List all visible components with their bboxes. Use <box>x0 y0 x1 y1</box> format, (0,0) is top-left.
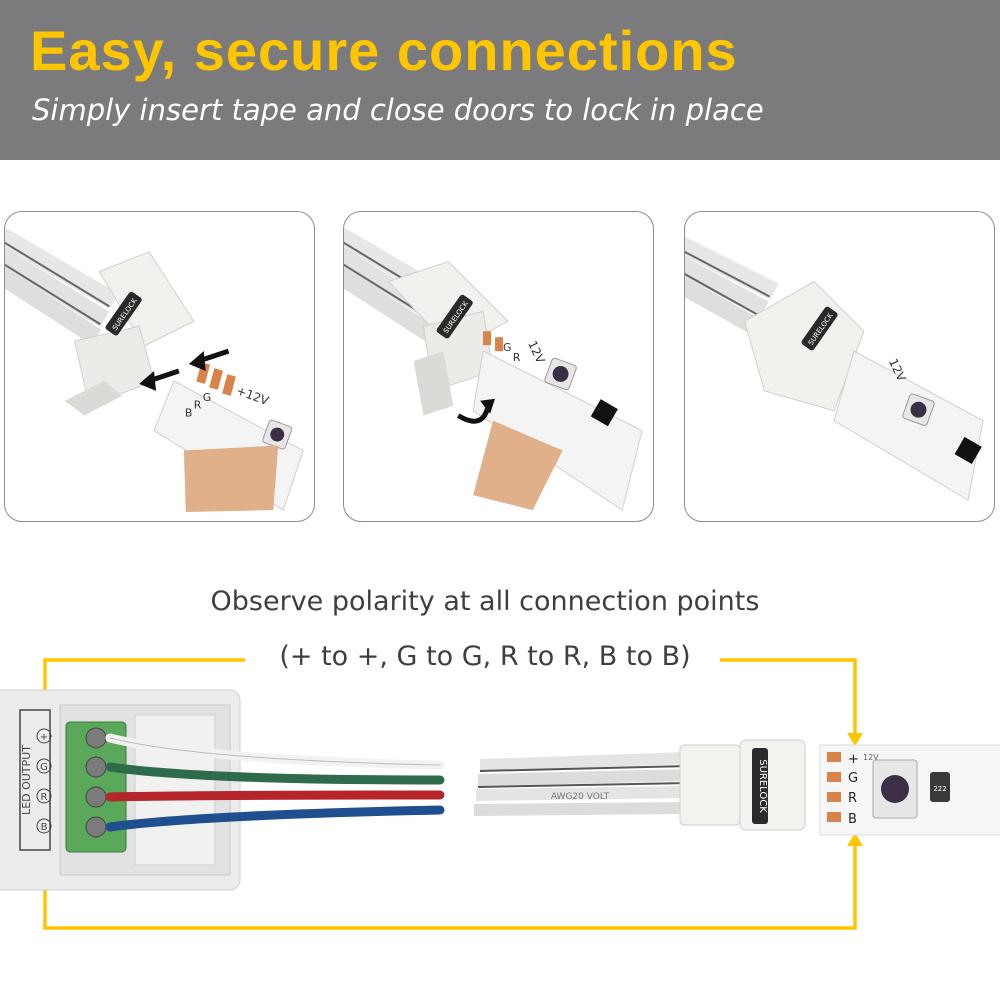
terminal-label-b: B <box>41 822 48 833</box>
strip-pad-r: R <box>848 791 857 806</box>
led-output-label: LED OUTPUT <box>20 745 33 815</box>
step-1-panel: SURELOCK +12V G R B <box>4 211 315 522</box>
step-2-illustration: SURELOCK G R 12V <box>344 227 643 511</box>
strip-pad-b: B <box>848 812 857 827</box>
led-controller: LED OUTPUT + G R B <box>0 689 241 891</box>
arrow-up-icon <box>847 833 863 846</box>
surelock-connector: SURELOCK <box>679 739 806 831</box>
ribbon-cable <box>5 227 119 345</box>
terminal-label-r: R <box>41 792 48 803</box>
pad-label-r: R <box>513 351 521 364</box>
adhesive-backing <box>183 445 279 513</box>
led-strip-end: + 12V G R B 222 <box>819 744 1000 836</box>
strip-voltage-label: 12V <box>863 753 879 762</box>
pad-label-b: B <box>185 407 192 420</box>
polarity-guide-lines <box>43 658 857 930</box>
cable-print-label: AWG20 VOLT <box>551 792 610 802</box>
strip-pad-plus: + <box>848 752 859 767</box>
terminal-label-plus: + <box>40 732 48 743</box>
header-banner: Easy, secure connections Simply insert t… <box>0 0 1000 160</box>
step-2-panel: SURELOCK G R 12V <box>343 211 654 522</box>
led-strip: 12V <box>833 350 984 501</box>
resistor <box>930 772 950 802</box>
strip-pad-g: G <box>848 771 858 786</box>
surelock-connector: SURELOCK <box>744 280 865 412</box>
resistor-code-label: 222 <box>933 785 946 793</box>
surelock-connector: SURELOCK <box>64 251 195 416</box>
terminal-label-g: G <box>40 762 48 773</box>
connector-cable: AWG20 VOLT <box>473 752 691 816</box>
strip-voltage-label: 12V <box>525 339 548 367</box>
step-1-illustration: SURELOCK +12V G R B <box>5 227 304 513</box>
ribbon-cable <box>685 236 779 336</box>
arrow-down-icon <box>847 733 863 746</box>
wiring-diagram: LED OUTPUT + G R B AWG20 VOLT SURELOCK <box>0 658 1000 930</box>
strip-voltage-label: +12V <box>234 383 271 408</box>
pad-label-g: G <box>203 391 211 404</box>
page-title: Easy, secure connections <box>30 19 738 82</box>
insert-arrow-icon <box>139 348 230 391</box>
step-3-illustration: SURELOCK 12V <box>685 236 984 501</box>
controller-wires <box>105 733 445 832</box>
adhesive-backing <box>473 420 563 511</box>
polarity-rule: (+ to +, G to G, R to R, B to B) <box>279 641 691 672</box>
page-subtitle: Simply insert tape and close doors to lo… <box>32 93 764 127</box>
close-door-arrow-icon <box>456 398 496 424</box>
polarity-instruction: Observe polarity at all connection point… <box>210 586 760 617</box>
connector-brand-label: SURELOCK <box>757 759 768 813</box>
pad-label-r: R <box>194 399 202 412</box>
pad-label-g: G <box>503 341 511 354</box>
step-3-panel: SURELOCK 12V <box>684 211 995 522</box>
